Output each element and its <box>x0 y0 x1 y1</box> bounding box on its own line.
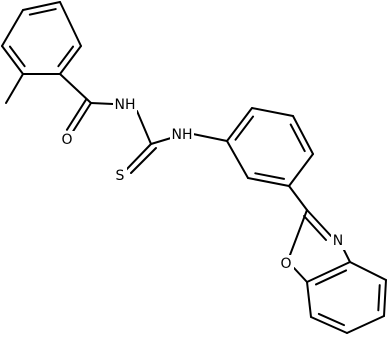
thione-sulfur-label: S <box>116 168 125 184</box>
ring-b-bond <box>226 140 249 179</box>
fused-ring-bond <box>306 261 351 283</box>
aryl-oxazole-bond <box>288 185 308 211</box>
oxazole-c2-n-double-bond <box>303 215 327 241</box>
atom-thioamide-nh: NH <box>170 126 194 144</box>
oxazole-nitrogen-label: N <box>333 233 343 249</box>
ring-a-inner-bond <box>57 45 75 68</box>
carbonyl-oxygen-label: O <box>61 132 72 148</box>
oxazole-n-c3a-bond <box>342 247 351 263</box>
oxazole-oxygen-label: O <box>280 256 291 272</box>
ring-a-bond <box>1 45 24 75</box>
thione-bond <box>125 143 152 171</box>
fused-ring-bond <box>349 261 387 281</box>
ring-b-inner-bond <box>234 115 255 141</box>
ring-a-bond <box>59 45 82 75</box>
ring-b-bond <box>247 177 290 187</box>
ring-a-inner-bond <box>8 45 26 68</box>
fused-ring-bond <box>310 316 348 334</box>
atom-label-layer: O NH S NH N O <box>60 96 345 273</box>
n-thiocarbonyl-bond <box>136 110 152 145</box>
ring-a-bond <box>59 1 82 47</box>
thiocarbonyl-n-bond <box>150 137 172 145</box>
carbonyl-double-bond <box>65 98 87 131</box>
atom-amide-nh: NH <box>113 96 137 114</box>
oxazole-o-c7a-bond <box>293 267 308 283</box>
oxazole-c2-o-bond <box>289 209 308 256</box>
n-aryl-bond <box>192 133 228 142</box>
fused-ring-bond <box>346 315 385 334</box>
bond-layer <box>1 1 387 334</box>
atom-thione-sulfur: S <box>113 167 127 185</box>
fused-ring-inner-bond <box>317 312 346 327</box>
amide-n-bond <box>90 102 114 105</box>
ring-b-bond <box>292 115 314 155</box>
fused-ring-inner-bond <box>314 269 348 286</box>
atom-oxazole-nitrogen: N <box>331 232 345 250</box>
ring-a-bond <box>22 1 61 11</box>
aryl-carbonyl-bond <box>59 73 92 104</box>
oxazole-c2-n-bond <box>306 209 332 237</box>
amide-nh-label: NH <box>115 97 136 113</box>
thioamide-nh-label: NH <box>172 127 193 143</box>
ring-b-inner-bond <box>254 172 285 180</box>
ring-b-inner-bond <box>289 123 306 153</box>
ring-b-bond <box>251 107 294 117</box>
fused-ring-bond <box>383 279 387 317</box>
atom-carbonyl-oxygen: O <box>60 131 75 149</box>
ring-b-bond <box>288 153 314 187</box>
methyl-bond <box>5 73 24 104</box>
fused-ring-bond <box>306 281 312 318</box>
ring-b-bond <box>226 107 253 142</box>
thione-double-bond <box>130 147 157 174</box>
fused-ring-inner-bond <box>377 284 381 312</box>
atom-oxazole-oxygen: O <box>279 255 294 273</box>
carbonyl-bond <box>71 102 92 134</box>
ring-a-bond <box>1 9 24 47</box>
ring-a-inner-bond <box>28 8 57 16</box>
